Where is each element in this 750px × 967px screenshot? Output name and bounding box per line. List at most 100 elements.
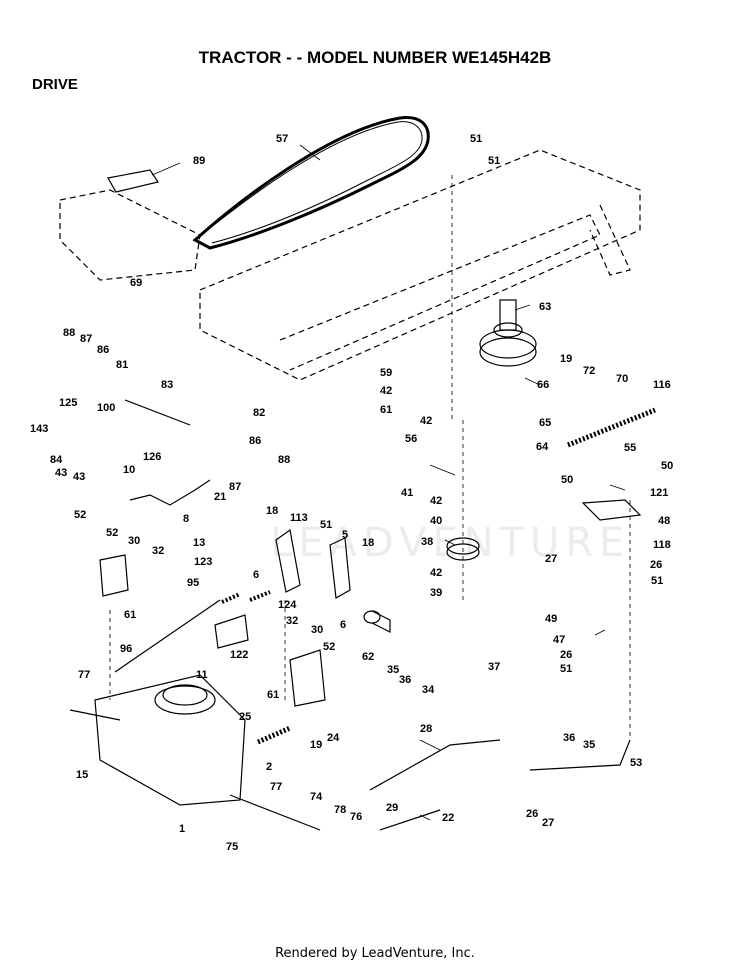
part-number: 35 — [583, 739, 596, 751]
part-number: 28 — [420, 723, 433, 735]
part-number: 125 — [59, 397, 78, 409]
part-number: 24 — [327, 732, 340, 744]
part-number: 8 — [183, 513, 190, 525]
part-number: 29 — [386, 802, 399, 814]
part-number: 6 — [253, 569, 260, 581]
alignment-lines — [109, 175, 631, 740]
part-number: 52 — [74, 509, 87, 521]
part-number: 32 — [286, 615, 299, 627]
bracket-122 — [214, 614, 249, 649]
part-number: 26 — [526, 808, 539, 820]
part-number: 1 — [179, 823, 186, 835]
part-number: 61 — [124, 609, 137, 621]
part-number: 88 — [63, 327, 76, 339]
rod-22 — [379, 809, 441, 831]
part-number: 75 — [226, 841, 239, 853]
part-number: 59 — [380, 367, 393, 379]
rod-126 — [124, 399, 191, 426]
part-number: 52 — [323, 641, 336, 653]
transaxle — [69, 674, 321, 831]
part-number: 36 — [563, 732, 576, 744]
part-number: 27 — [545, 553, 558, 565]
part-number: 61 — [267, 689, 280, 701]
part-number: 100 — [97, 402, 116, 414]
part-number: 39 — [430, 587, 443, 599]
rod-53 — [529, 739, 631, 771]
part-number: 43 — [73, 471, 86, 483]
part-number: 26 — [560, 649, 573, 661]
part-number: 42 — [420, 415, 433, 427]
part-number: 50 — [561, 474, 574, 486]
part-number: 76 — [350, 811, 363, 823]
part-number: 70 — [616, 373, 629, 385]
pulley-63 — [479, 299, 537, 367]
spring-55 — [567, 407, 656, 448]
part-number: 36 — [399, 674, 412, 686]
part-number: 53 — [630, 757, 643, 769]
page-title: TRACTOR - - MODEL NUMBER WE145H42B — [198, 48, 552, 67]
part-number: 95 — [187, 577, 200, 589]
part-number: 38 — [421, 536, 434, 548]
part-number: 18 — [266, 505, 279, 517]
part-number: 113 — [290, 512, 308, 524]
spring-124 — [249, 590, 271, 602]
part-number: 78 — [334, 804, 347, 816]
part-number: 6 — [340, 619, 347, 631]
part-number: 49 — [545, 613, 558, 625]
part-number: 47 — [553, 634, 566, 646]
part-number: 118 — [653, 539, 671, 551]
part-number: 40 — [430, 515, 443, 527]
bracket-5 — [329, 537, 351, 599]
part-number: 64 — [536, 441, 549, 453]
spring-25 — [256, 725, 292, 745]
part-number: 42 — [430, 495, 443, 507]
rod-28 — [369, 739, 501, 791]
part-number: 72 — [583, 365, 596, 377]
part-number: 27 — [542, 817, 555, 829]
part-number: 2 — [266, 761, 273, 773]
part-number: 56 — [405, 433, 418, 445]
part-number: 87 — [229, 481, 242, 493]
part-number: 61 — [380, 404, 393, 416]
part-number: 21 — [214, 491, 227, 503]
part-number: 15 — [76, 769, 89, 781]
roller-62 — [363, 610, 391, 633]
part-number: 77 — [270, 781, 283, 793]
part-number: 42 — [380, 385, 393, 397]
part-number: 74 — [310, 791, 323, 803]
part-number: 87 — [80, 333, 93, 345]
part-number: 51 — [470, 133, 483, 145]
part-number: 26 — [650, 559, 663, 571]
part-number: 121 — [650, 487, 669, 499]
part-number: 86 — [249, 435, 262, 447]
part-number: 63 — [539, 301, 552, 313]
part-number: 77 — [78, 669, 91, 681]
part-number: 19 — [310, 739, 323, 751]
part-number: 51 — [488, 155, 501, 167]
bracket-89 — [107, 169, 159, 193]
shift-lever-8 — [129, 479, 211, 506]
section-heading: DRIVE — [32, 76, 78, 93]
bracket-48 — [581, 499, 642, 521]
part-number: 83 — [161, 379, 174, 391]
part-number: 82 — [253, 407, 266, 419]
bracket-30 — [289, 649, 326, 707]
part-number: 43 — [55, 467, 68, 479]
footer-credit: Rendered by LeadVenture, Inc. — [275, 946, 475, 961]
drive-belt — [192, 115, 430, 250]
part-number: 66 — [537, 379, 550, 391]
part-number: 50 — [661, 460, 674, 472]
part-number: 122 — [230, 649, 249, 661]
part-number: 51 — [560, 663, 573, 675]
part-number: 10 — [123, 464, 136, 476]
part-number: 37 — [488, 661, 501, 673]
rod-95 — [114, 599, 221, 673]
part-number: 89 — [193, 155, 206, 167]
part-number: 51 — [651, 575, 664, 587]
part-number: 96 — [120, 643, 133, 655]
watermark: LEADVENTURE — [270, 520, 631, 566]
part-number: 84 — [50, 454, 63, 466]
part-number: 42 — [430, 567, 443, 579]
part-number: 126 — [143, 451, 162, 463]
part-number: 22 — [442, 812, 455, 824]
